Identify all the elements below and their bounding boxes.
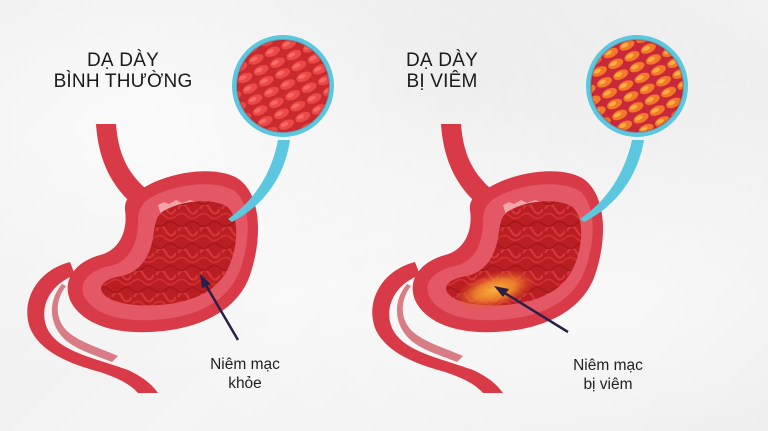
normal-stomach — [27, 124, 259, 393]
magnifier-connector-left — [228, 140, 290, 222]
title-normal-stomach: DẠ DÀY BÌNH THƯỜNG — [48, 50, 198, 92]
magnifier-connector-right — [580, 140, 644, 222]
arrow-normal-mucosa — [200, 274, 240, 341]
label-inflamed-mucosa: Niêm mạc bị viêm — [548, 356, 668, 394]
title-line-2: BÌNH THƯỜNG — [53, 71, 193, 92]
label-line-1: Niêm mạc — [210, 356, 280, 373]
title-line-1: DẠ DÀY — [406, 50, 478, 71]
title-inflamed-stomach: DẠ DÀY BỊ VIÊM — [382, 50, 502, 92]
magnifier-circle-inflamed — [586, 35, 688, 137]
label-line-2: khỏe — [228, 375, 262, 392]
title-line-1: DẠ DÀY — [87, 50, 159, 71]
arrow-inflamed-mucosa — [494, 286, 569, 334]
magnifier-circle-normal — [232, 35, 334, 137]
label-line-1: Niêm mạc — [573, 357, 643, 374]
label-normal-mucosa: Niêm mạc khỏe — [185, 355, 305, 393]
label-line-2: bị viêm — [583, 376, 633, 393]
inflamed-stomach — [372, 124, 604, 393]
title-line-2: BỊ VIÊM — [406, 71, 478, 92]
